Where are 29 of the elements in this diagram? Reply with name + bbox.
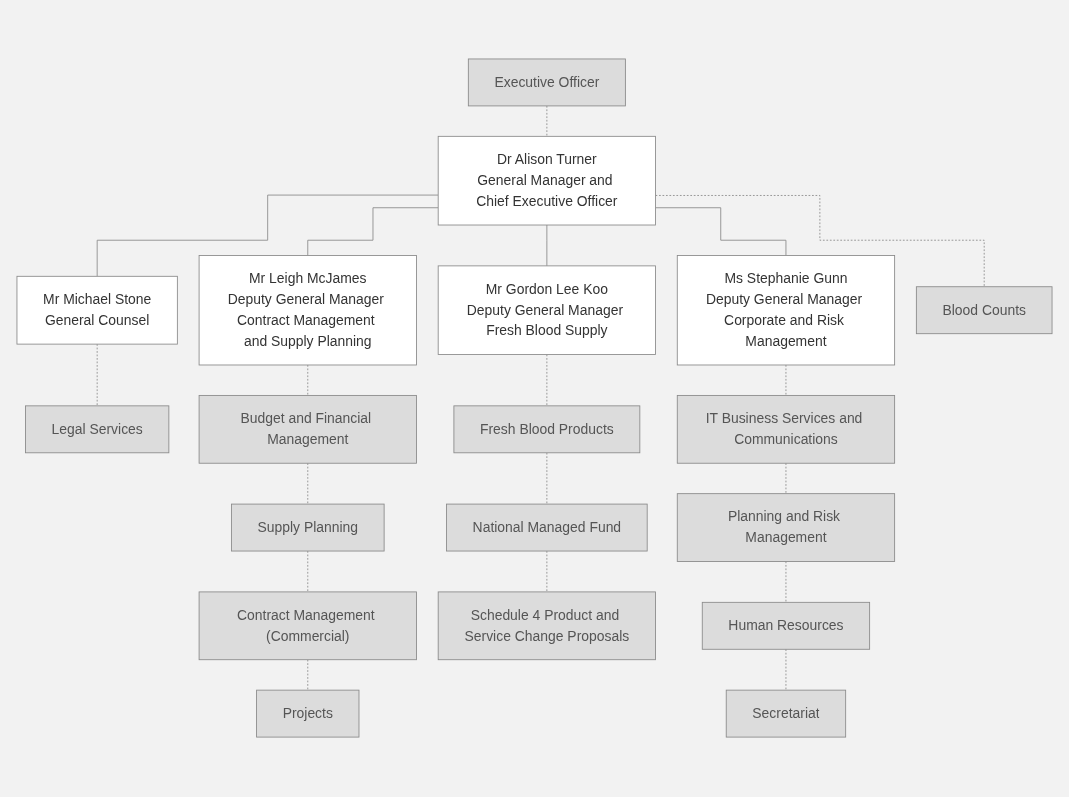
node-box: Dr Alison Turner General Manager and Chief Executive Officer bbox=[437, 136, 656, 226]
connector bbox=[96, 344, 98, 407]
connector bbox=[785, 365, 787, 397]
node-box: Planning and Risk Management bbox=[676, 493, 896, 563]
node-box: Blood Counts bbox=[915, 286, 1053, 335]
connector bbox=[546, 225, 548, 267]
connector bbox=[655, 195, 985, 288]
node-box: Ms Stephanie Gunn Deputy General Manager Corporate and Risk Management bbox=[676, 255, 896, 366]
node-box: Mr Gordon Lee Koo Deputy General Manager Fresh Blood Supply bbox=[437, 265, 656, 356]
node-box: Budget and Financial Management bbox=[198, 395, 417, 465]
node-box: IT Business Services and Communications bbox=[676, 395, 896, 465]
connector bbox=[307, 207, 439, 257]
node-box: Supply Planning bbox=[231, 504, 385, 552]
node-box: National Managed Fund bbox=[446, 504, 648, 552]
node-box: Mr Leigh McJames Deputy General Manager Contract Management and Supply Planning bbox=[198, 255, 417, 366]
connector bbox=[96, 195, 439, 278]
connector bbox=[307, 365, 309, 397]
node-box: Secretariat bbox=[725, 690, 847, 738]
connector bbox=[785, 561, 787, 604]
node-box: Schedule 4 Product and Service Change Proposals bbox=[437, 591, 656, 661]
node-box: Human Resources bbox=[701, 602, 871, 651]
node-box: Mr Michael Stone General Counsel bbox=[16, 276, 178, 346]
connector bbox=[785, 463, 787, 495]
node-box: Projects bbox=[256, 690, 360, 738]
node-box: Fresh Blood Products bbox=[453, 405, 641, 454]
node-box: Contract Management (Commercial) bbox=[198, 591, 417, 661]
node-box: Executive Officer bbox=[467, 59, 626, 107]
connector bbox=[655, 207, 787, 257]
node-box: Legal Services bbox=[25, 405, 170, 454]
